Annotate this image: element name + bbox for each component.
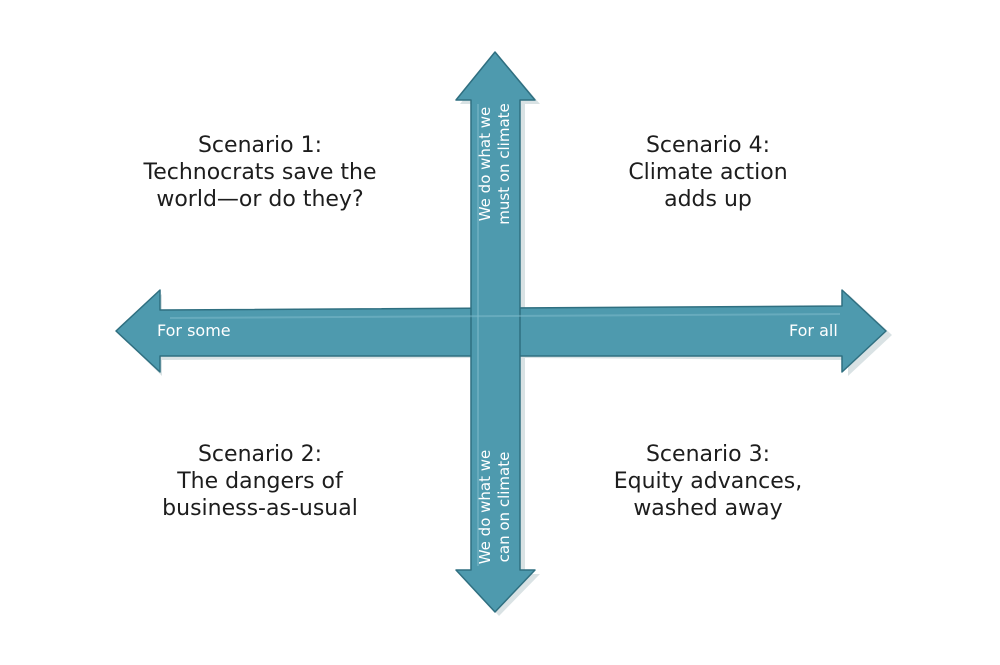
- axis-label-must-on-climate: We do what we must on climate: [476, 84, 516, 244]
- axis-label-can-line1: We do what we: [476, 449, 494, 565]
- scenario-1-label: Scenario 1: Technocrats save the world—o…: [130, 132, 390, 213]
- scenario-2-line1: The dangers of: [177, 469, 343, 494]
- axis-label-for-some: For some: [157, 321, 231, 340]
- axes-intersection: [472, 310, 519, 355]
- scenario-4-line2: adds up: [664, 187, 752, 212]
- scenario-4-line1: Climate action: [628, 160, 788, 185]
- horizontal-axis-highlight: [169, 313, 841, 319]
- scenario-1-line1: Technocrats save the: [143, 160, 377, 185]
- scenario-3-heading: Scenario 3:: [645, 442, 771, 467]
- scenario-3-line2: washed away: [633, 496, 783, 521]
- scenario-2-label: Scenario 2: The dangers of business-as-u…: [130, 441, 390, 522]
- scenario-4-label: Scenario 4: Climate action adds up: [578, 132, 838, 213]
- scenario-4-heading: Scenario 4:: [645, 133, 771, 158]
- axis-label-can-on-climate: We do what we can on climate: [476, 427, 516, 587]
- axis-label-must-line2: must on climate: [495, 103, 513, 225]
- scenario-1-line2: world—or do they?: [156, 187, 364, 212]
- axis-label-for-all: For all: [789, 321, 838, 340]
- scenario-2-line2: business-as-usual: [162, 496, 358, 521]
- scenario-1-heading: Scenario 1:: [197, 133, 323, 158]
- scenario-2-heading: Scenario 2:: [197, 442, 323, 467]
- scenario-3-line1: Equity advances,: [613, 469, 803, 494]
- scenario-3-label: Scenario 3: Equity advances, washed away: [578, 441, 838, 522]
- axis-label-can-line2: can on climate: [495, 451, 513, 563]
- axis-label-must-line1: We do what we: [476, 106, 494, 222]
